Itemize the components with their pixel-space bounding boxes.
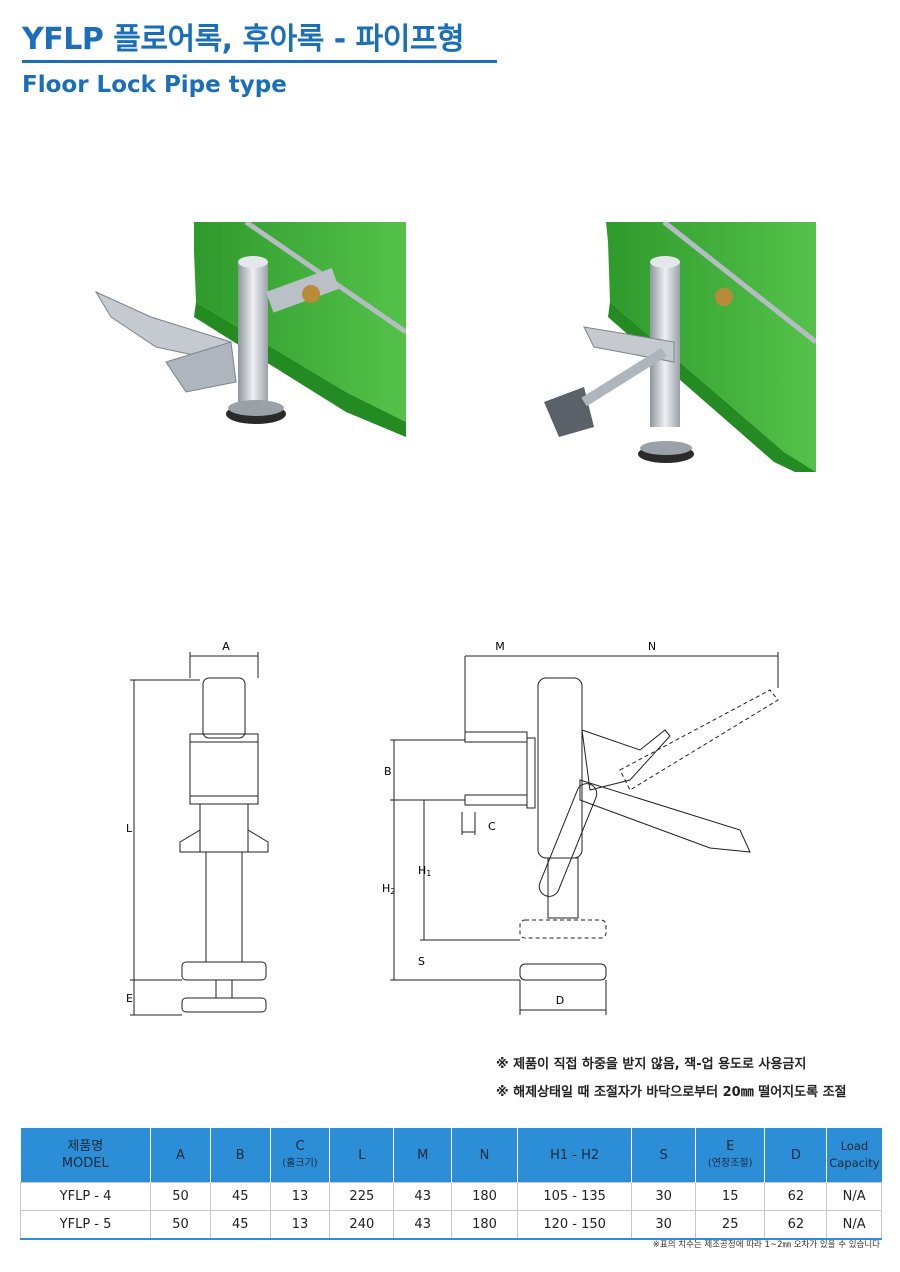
col-header-b: B [210, 1128, 271, 1183]
dim-label-n: N [648, 640, 656, 653]
col-header-d: D [764, 1128, 828, 1183]
dim-label-h2: H2 [382, 882, 395, 896]
cell-a: 50 [150, 1182, 211, 1211]
col-header-c: C(홀크기) [270, 1128, 331, 1183]
product-photo-released [544, 222, 816, 472]
usage-note: ※ 제품이 직접 하중을 받지 않음, 잭-업 용도로 사용금지 [496, 1057, 807, 1072]
cell-l: 225 [329, 1182, 395, 1211]
dim-label-h1: H1 [418, 864, 431, 878]
cell-c: 13 [269, 1210, 331, 1240]
cell-load-capacity: N/A [826, 1182, 882, 1211]
dim-label-b: B [384, 765, 392, 778]
cell-n: 180 [451, 1182, 518, 1211]
cell-a: 50 [150, 1210, 211, 1240]
col-header-n: N [451, 1128, 518, 1183]
cell-m: 43 [393, 1210, 453, 1240]
cell-c: 13 [269, 1182, 331, 1211]
cell-model: YFLP - 4 [19, 1182, 152, 1211]
page-title: YFLP 플로어록, 후아록 - 파이프형 [22, 22, 465, 57]
usage-notes: ※ 제품이 직접 하중을 받지 않음, 잭-업 용도로 사용금지 ※ 해제상태일… [496, 1056, 847, 1112]
col-header-a: A [150, 1128, 211, 1183]
dim-label-e: E [126, 992, 133, 1005]
cell-e: 25 [694, 1210, 766, 1240]
table-row: YFLP - 5 50 45 13 240 43 180 120 - 150 3… [19, 1210, 882, 1240]
col-header-l: L [329, 1128, 395, 1183]
cell-n: 180 [451, 1210, 518, 1240]
col-header-h1-h2: H1 - H2 [517, 1128, 633, 1183]
cell-s: 30 [631, 1182, 696, 1211]
cell-s: 30 [631, 1210, 696, 1240]
technical-drawing: A L E M N B C H1 H2 S D [126, 640, 779, 1016]
col-header-s: S [631, 1128, 696, 1183]
cell-d: 62 [764, 1210, 828, 1240]
cell-m: 43 [393, 1182, 453, 1211]
cell-b: 45 [209, 1182, 271, 1211]
dim-label-s: S [418, 955, 425, 968]
cell-l: 240 [329, 1210, 395, 1240]
dim-label-l: L [126, 822, 133, 835]
table-row: YFLP - 4 50 45 13 225 43 180 105 - 135 3… [19, 1182, 882, 1211]
title-divider [22, 60, 497, 63]
dim-label-a: A [222, 640, 230, 653]
usage-note: ※ 해제상태일 때 조절자가 바닥으로부터 20㎜ 떨어지도록 조절 [496, 1085, 847, 1100]
cell-h1-h2: 120 - 150 [516, 1210, 633, 1240]
dim-label-c: C [488, 820, 496, 833]
dim-label-d: D [556, 994, 564, 1007]
page-subtitle: Floor Lock Pipe type [22, 72, 287, 98]
product-photo-locked [94, 222, 406, 437]
dim-label-m: M [495, 640, 505, 653]
cell-d: 62 [764, 1182, 828, 1211]
col-header-load-capacity: Load Capacity [826, 1128, 882, 1183]
cell-e: 15 [694, 1182, 766, 1211]
cell-h1-h2: 105 - 135 [516, 1182, 633, 1211]
tolerance-footnote: ※표의 치수는 제조공정에 따라 1~2㎜ 오차가 있을 수 있습니다 [652, 1240, 880, 1250]
cell-model: YFLP - 5 [19, 1210, 152, 1240]
cell-load-capacity: N/A [826, 1210, 882, 1240]
col-header-e: E(연장조절) [695, 1128, 766, 1183]
cell-b: 45 [209, 1210, 271, 1240]
col-header-m: M [393, 1128, 453, 1183]
